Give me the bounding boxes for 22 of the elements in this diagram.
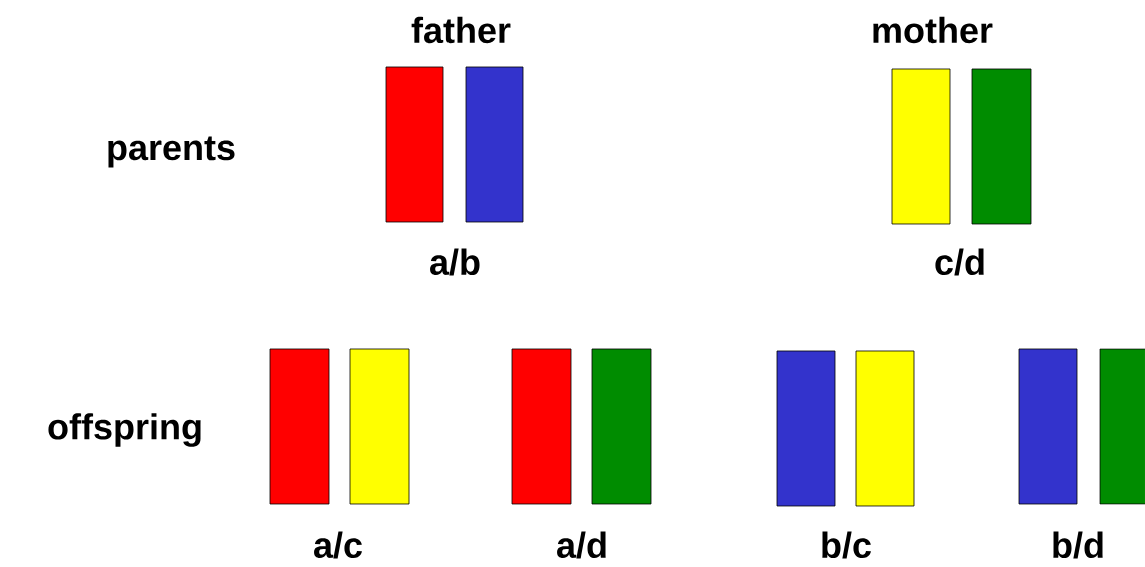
text-label: father [411, 16, 511, 44]
text-label: parents [108, 136, 235, 168]
chromosome-bar [1099, 348, 1145, 505]
text-label: mother [873, 16, 993, 44]
text-label: offspring [48, 413, 201, 447]
chromosome-bar [511, 348, 572, 505]
text-label: a/b [430, 248, 480, 276]
chromosome-bar [385, 66, 444, 223]
chromosome-bar [776, 350, 836, 507]
text-label: a/d [557, 531, 606, 559]
chromosome-bar [591, 348, 652, 505]
chromosome-bar [891, 68, 951, 225]
text-label: b/d [1053, 531, 1103, 559]
chromosome-bar [1018, 348, 1078, 505]
chromosome-bar [465, 66, 524, 223]
chromosome-bar [269, 348, 330, 505]
text-label: b/c [822, 531, 871, 559]
chromosome-bar [971, 68, 1032, 225]
text-label: c/d [935, 248, 984, 276]
chromosome-bar [349, 348, 410, 505]
text-label: a/c [314, 531, 362, 559]
chromosome-bar [855, 350, 915, 507]
